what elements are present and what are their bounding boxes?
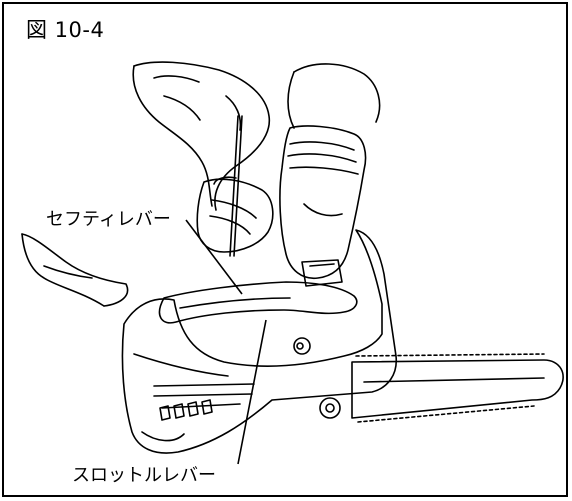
left-arm-sleeve bbox=[133, 61, 271, 211]
tool-shaft bbox=[229, 115, 239, 257]
throttle-lever-label: スロットルレバー bbox=[70, 461, 218, 487]
person-body bbox=[21, 233, 129, 307]
figure-frame: 図 10-4 セフティレバー スロットルレバー bbox=[2, 2, 568, 497]
guide-bar bbox=[351, 359, 564, 419]
left-glove bbox=[196, 178, 274, 253]
throttle-lever-leader bbox=[237, 319, 267, 465]
air-vents bbox=[159, 399, 213, 421]
right-arm-sleeve bbox=[293, 63, 381, 123]
figure-title: 図 10-4 bbox=[26, 18, 105, 42]
chainsaw-illustration bbox=[21, 61, 564, 465]
safety-lever-leader bbox=[185, 219, 243, 295]
safety-lever-label: セフティレバー bbox=[44, 205, 173, 231]
sprocket-knob bbox=[319, 397, 341, 419]
top-handle bbox=[158, 281, 358, 324]
saw-body bbox=[121, 229, 397, 454]
